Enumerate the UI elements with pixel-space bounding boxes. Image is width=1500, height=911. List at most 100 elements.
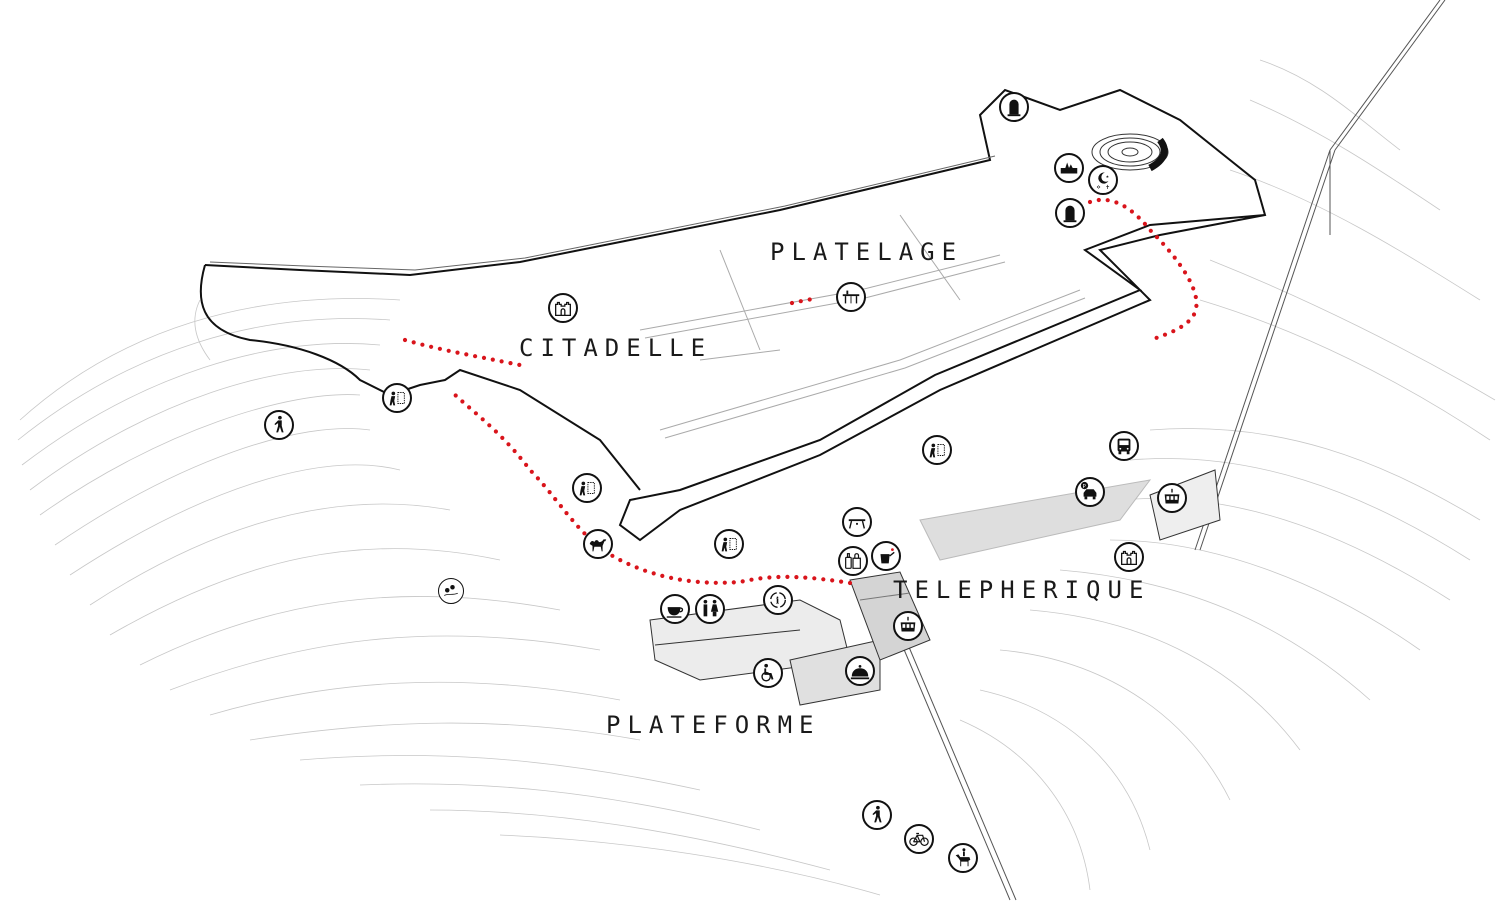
accessible-icon[interactable] — [753, 658, 783, 688]
pedestrian-icon[interactable] — [862, 800, 892, 830]
picnic-table-icon[interactable] — [842, 507, 872, 537]
route-dot — [535, 476, 541, 481]
route-dot — [1136, 215, 1141, 220]
route-dot — [1129, 209, 1134, 214]
route-dot — [677, 577, 683, 582]
cable-car-icon[interactable] — [893, 611, 923, 641]
route-dot — [1154, 235, 1160, 240]
route-dot — [839, 579, 844, 584]
lookout-table-icon[interactable] — [836, 282, 866, 312]
route-dot — [1172, 255, 1177, 260]
svg-text:★: ★ — [1106, 174, 1110, 180]
route-dot — [722, 580, 727, 585]
route-dot — [1154, 335, 1159, 340]
route-dot — [1179, 324, 1184, 329]
route-dot — [499, 359, 504, 364]
route-dot — [553, 497, 558, 502]
hands-monument-icon[interactable] — [1054, 153, 1084, 183]
religions-icon[interactable]: ★✡✝ — [1088, 165, 1118, 195]
cafe-icon[interactable] — [660, 594, 690, 624]
pedestrian-icon[interactable] — [264, 410, 294, 440]
parking-car-icon[interactable]: P — [1075, 477, 1105, 507]
route-dot — [541, 483, 546, 488]
route-dot — [626, 561, 631, 567]
exhibition-icon[interactable] — [714, 529, 744, 559]
route-dot — [785, 574, 790, 580]
route-dot — [467, 405, 472, 410]
watering-can-icon[interactable] — [871, 541, 901, 571]
route-dot — [1171, 329, 1176, 334]
exhibition-icon[interactable] — [572, 473, 602, 503]
svg-text:i: i — [776, 596, 780, 607]
route-dot — [493, 429, 498, 434]
exhibition-icon[interactable] — [922, 435, 952, 465]
restaurant-icon[interactable] — [845, 656, 875, 686]
route-dot — [490, 357, 495, 362]
info-icon[interactable]: i — [763, 585, 793, 615]
horse-rider-icon[interactable] — [948, 843, 978, 873]
memorial-stone-icon[interactable] — [999, 92, 1029, 122]
route-dot — [1186, 319, 1191, 324]
route-dot — [508, 361, 513, 366]
route-dot — [812, 576, 817, 581]
route-dot — [713, 580, 718, 585]
route-dot — [1191, 312, 1197, 317]
bicycle-icon[interactable] — [904, 824, 934, 854]
svg-text:✝: ✝ — [1106, 183, 1110, 191]
route-dot — [807, 297, 812, 302]
route-dot — [446, 348, 451, 353]
route-dot — [518, 455, 523, 460]
route-dot — [455, 350, 460, 355]
route-dot — [749, 577, 754, 582]
citadel-walls — [199, 88, 1267, 542]
shop-icon[interactable] — [838, 546, 868, 576]
route-dot — [618, 558, 623, 563]
route-dot — [1105, 198, 1110, 203]
route-dot — [473, 354, 478, 359]
route-dot — [464, 352, 469, 357]
route-dot — [740, 579, 745, 584]
route-dot — [460, 399, 465, 404]
route-dot — [803, 575, 808, 580]
castle-icon[interactable] — [548, 293, 578, 323]
route-dot — [1193, 294, 1198, 300]
route-dot — [1177, 262, 1183, 267]
route-dot — [830, 578, 835, 583]
tombstone-icon[interactable] — [1055, 198, 1085, 228]
route-dot — [798, 299, 803, 304]
castle-icon[interactable] — [1114, 542, 1144, 572]
zone-label-telepherique: TELEPHERIQUE — [893, 576, 1151, 604]
route-dot — [512, 448, 517, 454]
cable-car-line — [899, 0, 1446, 901]
route-dot — [1194, 303, 1199, 308]
amphitheatre — [1091, 133, 1169, 172]
route-dot — [1148, 228, 1153, 233]
route-dot — [1161, 241, 1166, 246]
route-dot — [1122, 204, 1127, 209]
zone-label-plateforme: PLATEFORME — [606, 711, 821, 739]
exhibition-icon[interactable] — [382, 383, 412, 413]
route-dot — [547, 490, 552, 495]
route-dot — [1142, 221, 1147, 226]
route-dot — [506, 442, 511, 447]
route-dot — [847, 580, 853, 586]
bus-icon[interactable] — [1109, 431, 1139, 461]
nature-icon[interactable] — [438, 578, 464, 604]
route-dot — [758, 576, 763, 581]
cable-car-icon[interactable] — [1157, 483, 1187, 513]
route-dot — [610, 553, 615, 558]
route-dot — [453, 393, 458, 398]
route-dot — [731, 580, 736, 585]
route-dot — [695, 579, 700, 585]
route-dot — [1166, 248, 1172, 253]
svg-text:P: P — [1082, 484, 1086, 490]
route-dot — [576, 524, 581, 529]
toilets-icon[interactable] — [695, 594, 725, 624]
camel-icon[interactable] — [583, 529, 613, 559]
route-dot — [437, 346, 442, 351]
route-dot — [529, 469, 534, 474]
route-dot — [429, 344, 434, 349]
zone-label-platelage: PLATELAGE — [770, 238, 964, 266]
route-dot — [500, 435, 505, 440]
